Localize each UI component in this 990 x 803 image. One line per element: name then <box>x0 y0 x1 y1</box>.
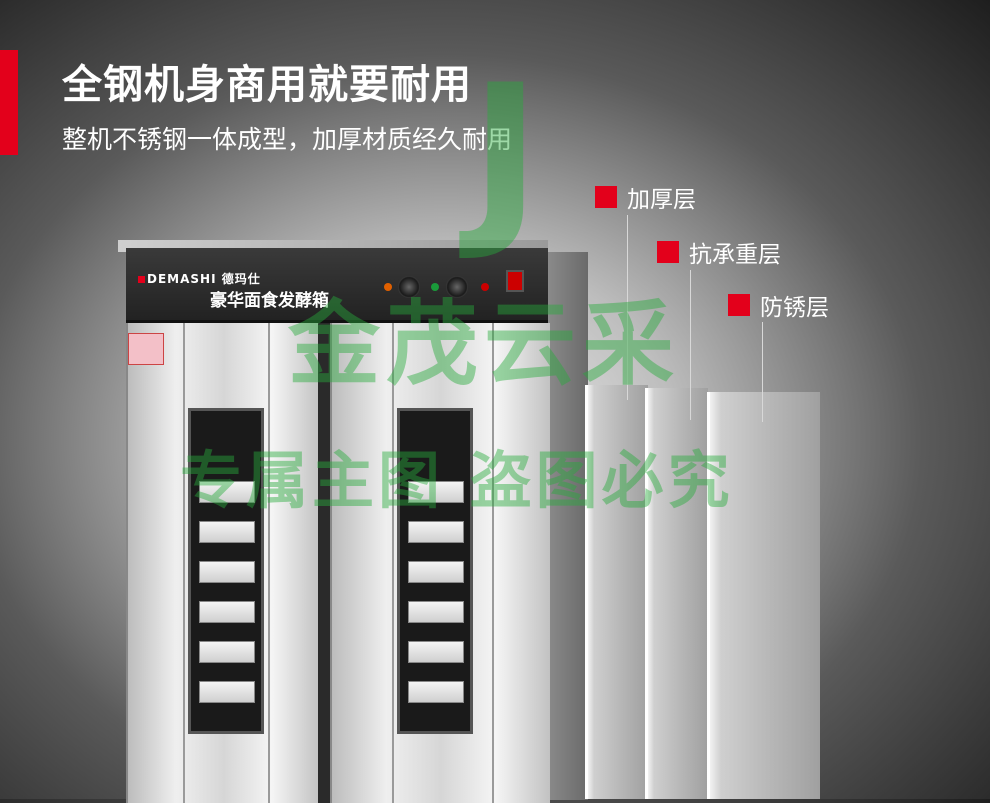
tray <box>199 641 255 663</box>
layer-label-text: 防锈层 <box>760 295 829 321</box>
layer-label-text: 加厚层 <box>627 187 696 213</box>
door-window <box>397 408 473 734</box>
tray <box>408 481 464 503</box>
layer-label-thickened: 加厚层 <box>595 180 696 214</box>
tray <box>408 521 464 543</box>
brand-logo: DEMASHI 德玛仕 <box>138 270 261 287</box>
tray <box>408 681 464 703</box>
steel-layer-anti-rust <box>707 392 820 799</box>
leader-line <box>762 322 763 422</box>
layer-label-anti-rust: 防锈层 <box>728 288 829 322</box>
door-window <box>188 408 264 734</box>
tray <box>408 561 464 583</box>
layer-label-load-bearing: 抗承重层 <box>657 235 781 269</box>
tray <box>199 561 255 583</box>
humidity-knob <box>446 276 468 298</box>
tray <box>199 481 255 503</box>
red-square-icon <box>595 186 617 208</box>
steel-layer-thickened <box>585 385 648 799</box>
door-gap <box>318 323 330 803</box>
label-sticker <box>128 333 164 365</box>
red-square-icon <box>728 294 750 316</box>
left-door <box>126 323 320 803</box>
steel-layer-load-bearing <box>645 388 708 799</box>
tray <box>408 601 464 623</box>
power-switch <box>506 270 524 292</box>
layer-label-text: 抗承重层 <box>689 242 781 268</box>
tray <box>408 641 464 663</box>
proofer-cabinet-image: DEMASHI 德玛仕 豪华面食发酵箱 <box>118 240 588 803</box>
accent-bar <box>0 50 18 155</box>
tray <box>199 681 255 703</box>
red-square-icon <box>657 241 679 263</box>
control-panel: DEMASHI 德玛仕 豪华面食发酵箱 <box>126 248 548 323</box>
indicator-light <box>384 283 392 291</box>
leader-line <box>627 215 628 400</box>
model-name: 豪华面食发酵箱 <box>210 291 329 311</box>
indicator-light <box>431 283 439 291</box>
leader-line <box>690 270 691 420</box>
tray <box>199 521 255 543</box>
right-door <box>330 323 550 803</box>
tray <box>199 601 255 623</box>
page-title: 全钢机身商用就要耐用 <box>62 62 472 108</box>
temperature-knob <box>398 276 420 298</box>
cabinet-side <box>548 252 588 800</box>
brand-text: DEMASHI 德玛仕 <box>147 272 261 286</box>
indicator-light <box>481 283 489 291</box>
page-subtitle: 整机不锈钢一体成型，加厚材质经久耐用 <box>62 125 513 154</box>
